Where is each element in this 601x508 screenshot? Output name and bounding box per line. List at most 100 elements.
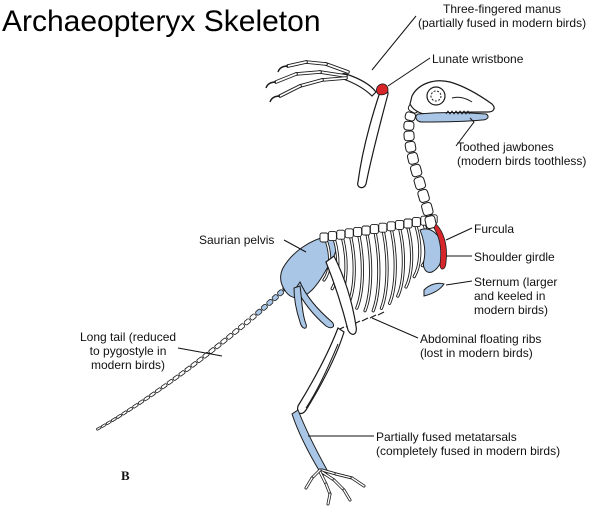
finger-bone-fill xyxy=(319,71,347,77)
tail-vertebra xyxy=(255,308,263,316)
finger-bone-fill xyxy=(305,61,327,65)
tail-vertebra xyxy=(190,361,198,368)
tail-vertebra xyxy=(100,423,107,428)
tail-vertebra xyxy=(126,406,133,413)
eye-orbit xyxy=(426,86,446,106)
toe-bone-fill xyxy=(325,483,331,495)
tail-vertebra xyxy=(132,403,139,409)
jawbone xyxy=(415,112,489,123)
leader-pelvis xyxy=(283,239,307,253)
label-furcula: Furcula xyxy=(474,222,515,236)
dorsal-vertebra xyxy=(319,232,329,243)
tail-vertebrae xyxy=(96,284,290,431)
label-wristbone: Lunate wristbone xyxy=(432,52,524,66)
femur xyxy=(325,255,357,335)
label-jawbones: Toothed jawbones(modern birds toothless) xyxy=(457,140,587,168)
floating-rib xyxy=(369,314,377,319)
rib-highlight xyxy=(397,228,405,297)
tail-vertebra xyxy=(160,383,168,390)
neck-vertebra xyxy=(404,111,417,122)
tail-vertebra xyxy=(220,337,228,345)
wristbone xyxy=(376,83,389,96)
tail-vertebra xyxy=(116,413,123,419)
toe-bone-fill xyxy=(343,489,351,501)
floating-rib xyxy=(377,311,385,316)
finger-claw xyxy=(269,95,281,103)
tail-vertebra xyxy=(184,365,192,373)
tail-vertebra xyxy=(196,356,204,364)
tibia xyxy=(297,327,345,415)
leader-manus xyxy=(371,15,417,71)
ischium-bone xyxy=(295,280,335,329)
dorsal-vertebra xyxy=(395,219,405,230)
tail-vertebra xyxy=(121,410,128,416)
tail-vertebra xyxy=(178,370,186,377)
pubis-bone xyxy=(293,285,307,329)
neck-vertebra xyxy=(403,130,415,142)
dorsal-vertebra xyxy=(403,218,413,229)
leader-jawbones xyxy=(455,117,475,147)
leader-ribs xyxy=(371,317,419,339)
tail-vertebra xyxy=(232,328,240,335)
tail-vertebra xyxy=(249,313,257,321)
nasal-opening xyxy=(451,96,473,103)
figure-letter: B xyxy=(121,468,130,483)
label-pelvis: Saurian pelvis xyxy=(199,233,275,247)
tail-vertebra xyxy=(96,426,102,431)
humerus xyxy=(357,88,389,189)
tail-vertebra xyxy=(137,399,145,405)
metatarsals xyxy=(291,409,328,476)
dorsal-vertebra xyxy=(378,222,388,233)
leader-sternum xyxy=(445,280,473,286)
tail-vertebra xyxy=(155,387,162,394)
dorsal-vertebra xyxy=(327,231,337,242)
tail-vertebra xyxy=(266,299,274,306)
rib-highlight xyxy=(356,234,364,309)
dorsal-vertebra xyxy=(361,225,371,236)
rib-highlight xyxy=(388,229,396,305)
toe-bone-fill xyxy=(335,473,353,479)
rib-highlight xyxy=(405,227,413,288)
tail-vertebra xyxy=(238,323,246,331)
tail-vertebra xyxy=(277,289,285,297)
neck-vertebra xyxy=(421,201,434,217)
sternum xyxy=(423,282,445,297)
rib-highlight xyxy=(380,230,388,310)
manus-fingers xyxy=(265,60,350,103)
neck-vertebra xyxy=(417,188,430,203)
toe-bone-fill xyxy=(319,471,327,485)
label-ribs: Abdominal floating ribs(lost in modern b… xyxy=(420,332,542,360)
leader-tail xyxy=(177,347,223,357)
dorsal-vertebra xyxy=(353,226,363,237)
leader-furcula xyxy=(445,227,473,241)
label-manus: Three-fingered manus(partially fused in … xyxy=(418,2,587,30)
sclerotic-ring xyxy=(430,90,442,102)
neck-vertebra xyxy=(424,215,437,230)
finger-bone-fill xyxy=(295,71,321,75)
finger-bone-fill xyxy=(299,79,323,87)
tail-vertebra xyxy=(243,318,251,326)
dorsal-vertebra xyxy=(369,224,379,235)
tail-vertebra xyxy=(143,395,150,402)
toe-bone-fill xyxy=(327,493,331,505)
leader-lines xyxy=(177,15,475,437)
floating-rib xyxy=(361,317,369,322)
label-shoulder-girdle: Shoulder girdle xyxy=(474,250,555,264)
tail-vertebra xyxy=(105,420,112,425)
finger-claw xyxy=(277,65,289,73)
page-title: Archaeopteryx Skeleton xyxy=(2,5,321,38)
finger-bone-fill xyxy=(279,85,301,97)
foot-toes xyxy=(304,468,366,506)
jaw-teeth xyxy=(445,110,471,115)
neck-vertebra xyxy=(413,176,427,191)
dorsal-vertebra xyxy=(336,229,346,240)
finger-bone-fill xyxy=(275,73,297,83)
dorsal-vertebra xyxy=(411,217,421,228)
toe-bone-fill xyxy=(321,471,335,481)
leader-wristbone xyxy=(387,57,431,87)
finger-bone-fill xyxy=(321,77,347,81)
